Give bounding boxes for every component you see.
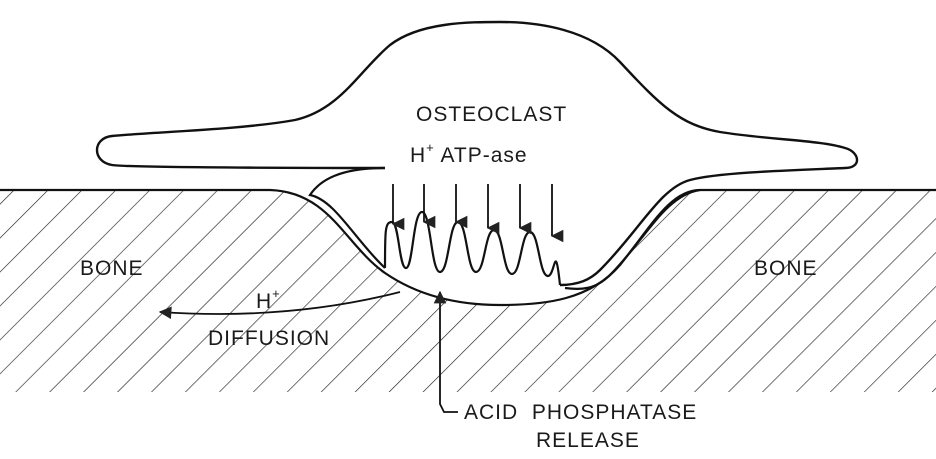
diffusion-charge: + (272, 286, 281, 301)
diffusion-ion-label: H+ (256, 291, 281, 312)
acid-phosphatase-label: ACID PHOSPHATASE (464, 402, 697, 423)
bone-label-left: BONE (80, 258, 144, 279)
release-label: RELEASE (536, 430, 640, 451)
atpase-ion: H (410, 144, 426, 167)
atpase-name: ATP-ase (440, 144, 527, 167)
diffusion-ion: H (256, 290, 272, 313)
osteoclast-label: OSTEOCLAST (416, 104, 567, 125)
atpase-charge: + (426, 140, 435, 155)
proton-pump-arrows (393, 184, 552, 236)
diffusion-label: DIFFUSION (208, 328, 330, 349)
ruffled-border (385, 212, 560, 285)
bone-label-right: BONE (754, 258, 818, 279)
atpase-label: H+ ATP-ase (410, 145, 528, 166)
